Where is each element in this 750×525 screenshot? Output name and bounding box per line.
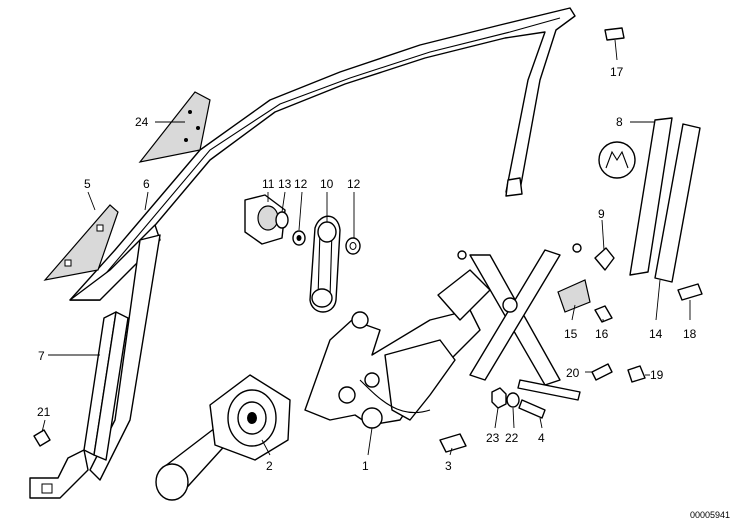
callout-14: 14 bbox=[649, 327, 663, 341]
callout-7: 7 bbox=[38, 349, 45, 363]
screw-17[interactable] bbox=[604, 27, 625, 41]
window-regulator-assembly[interactable] bbox=[304, 243, 582, 429]
seal-strip-8[interactable] bbox=[598, 117, 673, 276]
callout-3: 3 bbox=[445, 459, 452, 473]
motor-end-cap[interactable] bbox=[244, 194, 286, 245]
callout-20: 20 bbox=[566, 366, 580, 380]
clip-9[interactable] bbox=[594, 247, 615, 271]
callout-4: 4 bbox=[538, 431, 545, 445]
callout-1: 1 bbox=[362, 459, 369, 473]
triangle-trim[interactable] bbox=[43, 204, 119, 281]
callout-19: 19 bbox=[650, 368, 664, 382]
callout-22: 22 bbox=[505, 431, 519, 445]
callout-21: 21 bbox=[37, 405, 51, 419]
callout-16: 16 bbox=[595, 327, 609, 341]
bolt-4[interactable] bbox=[518, 399, 546, 419]
door-window-frame[interactable] bbox=[69, 7, 576, 481]
screw-16[interactable] bbox=[594, 305, 613, 323]
callout-11: 11 bbox=[262, 177, 275, 191]
bolt-3[interactable] bbox=[439, 433, 467, 453]
washer-right[interactable] bbox=[345, 237, 361, 255]
callout-5: 5 bbox=[84, 177, 91, 191]
callout-6: 6 bbox=[143, 177, 150, 191]
washer-22[interactable] bbox=[506, 392, 520, 408]
callout-12-right: 12 bbox=[347, 177, 361, 191]
screw-18[interactable] bbox=[677, 283, 703, 301]
callout-labels: 1 2 3 4 5 6 7 8 9 10 11 12 12 13 14 15 1… bbox=[37, 65, 697, 473]
callout-17: 17 bbox=[610, 65, 624, 79]
callout-8: 8 bbox=[616, 115, 623, 129]
seal-strip-14[interactable] bbox=[654, 123, 701, 283]
callout-15: 15 bbox=[564, 327, 578, 341]
window-guide-channel[interactable] bbox=[29, 311, 129, 499]
callout-13: 13 bbox=[278, 177, 292, 191]
callout-10: 10 bbox=[320, 177, 334, 191]
callout-24: 24 bbox=[135, 115, 149, 129]
corner-trim-triangle[interactable] bbox=[138, 91, 211, 163]
small-gear[interactable] bbox=[275, 211, 289, 229]
callout-18: 18 bbox=[683, 327, 697, 341]
clip-19[interactable] bbox=[627, 365, 646, 383]
document-number: 00005941 bbox=[690, 510, 730, 520]
drive-belt[interactable] bbox=[309, 215, 341, 313]
leader-lines bbox=[41, 39, 691, 456]
bracket-15[interactable] bbox=[557, 279, 591, 313]
callout-12-left: 12 bbox=[294, 177, 308, 191]
callout-23: 23 bbox=[486, 431, 500, 445]
clip-fastener[interactable] bbox=[33, 429, 51, 447]
window-motor[interactable] bbox=[155, 374, 291, 501]
screw-20[interactable] bbox=[591, 363, 613, 381]
washer-left[interactable] bbox=[292, 230, 306, 246]
nut-23[interactable] bbox=[491, 387, 507, 409]
callout-9: 9 bbox=[598, 207, 605, 221]
callout-2: 2 bbox=[266, 459, 273, 473]
